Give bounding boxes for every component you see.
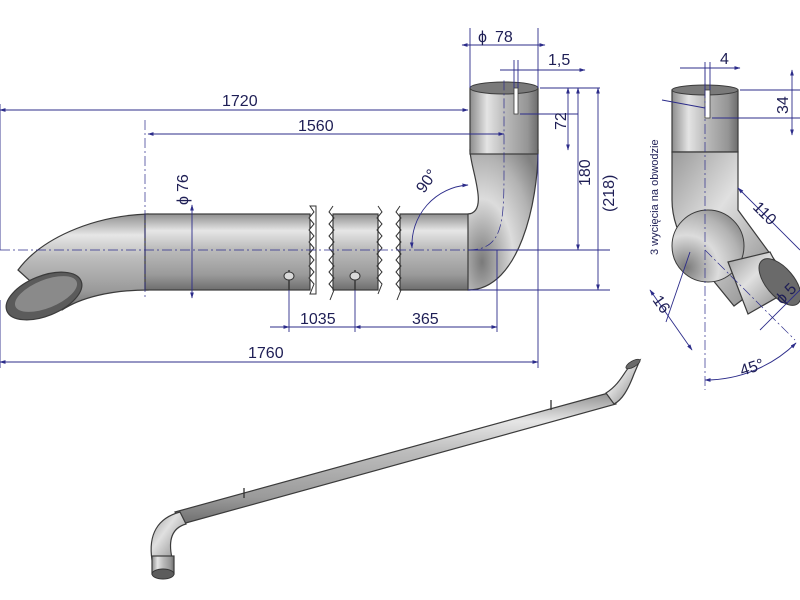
dim-overall-length-top: 1720 [222,93,258,110]
end-view-elbow-section [671,209,745,283]
dim-height-218: (218) [601,175,618,212]
dim-bend-angle: 90° [413,167,441,197]
iso-bottom-mouth [151,568,175,580]
outlet-slot [513,87,519,115]
dim-leg-angle: 45° [738,356,766,380]
dim-height-180: 180 [577,159,594,186]
straight-segment-1 [144,213,311,291]
dim-bracket-spacing: 1035 [300,311,336,328]
bracket-pin-1 [283,270,295,290]
straight-segment-3 [399,213,471,291]
isometric-view-pipe [150,358,642,580]
side-view-pipe [0,80,539,321]
dim-end-slot-depth: 34 [775,96,792,114]
iso-straight-tube [174,391,617,525]
dim-slot-depth: 72 [553,112,570,130]
dim-slot-width: 1,5 [548,52,570,69]
iso-top-bend [605,358,642,405]
dim-bracket-offset: 365 [412,311,439,328]
dim-length-to-bend: 1560 [298,118,334,135]
end-view-note: 3 wycięcia na obwodzie [649,139,661,255]
iso-bottom-bend [150,511,187,561]
iso-top-mouth [625,358,641,370]
bend-90 [467,149,539,291]
end-view-pipe [671,70,800,390]
end-view-slot [704,89,711,119]
dim-diameter-main: ϕ76 [175,174,192,205]
dim-overall-length-bottom: 1760 [248,345,284,362]
bracket-pin-2 [349,270,361,290]
dim-end-slot-width: 4 [720,51,729,68]
